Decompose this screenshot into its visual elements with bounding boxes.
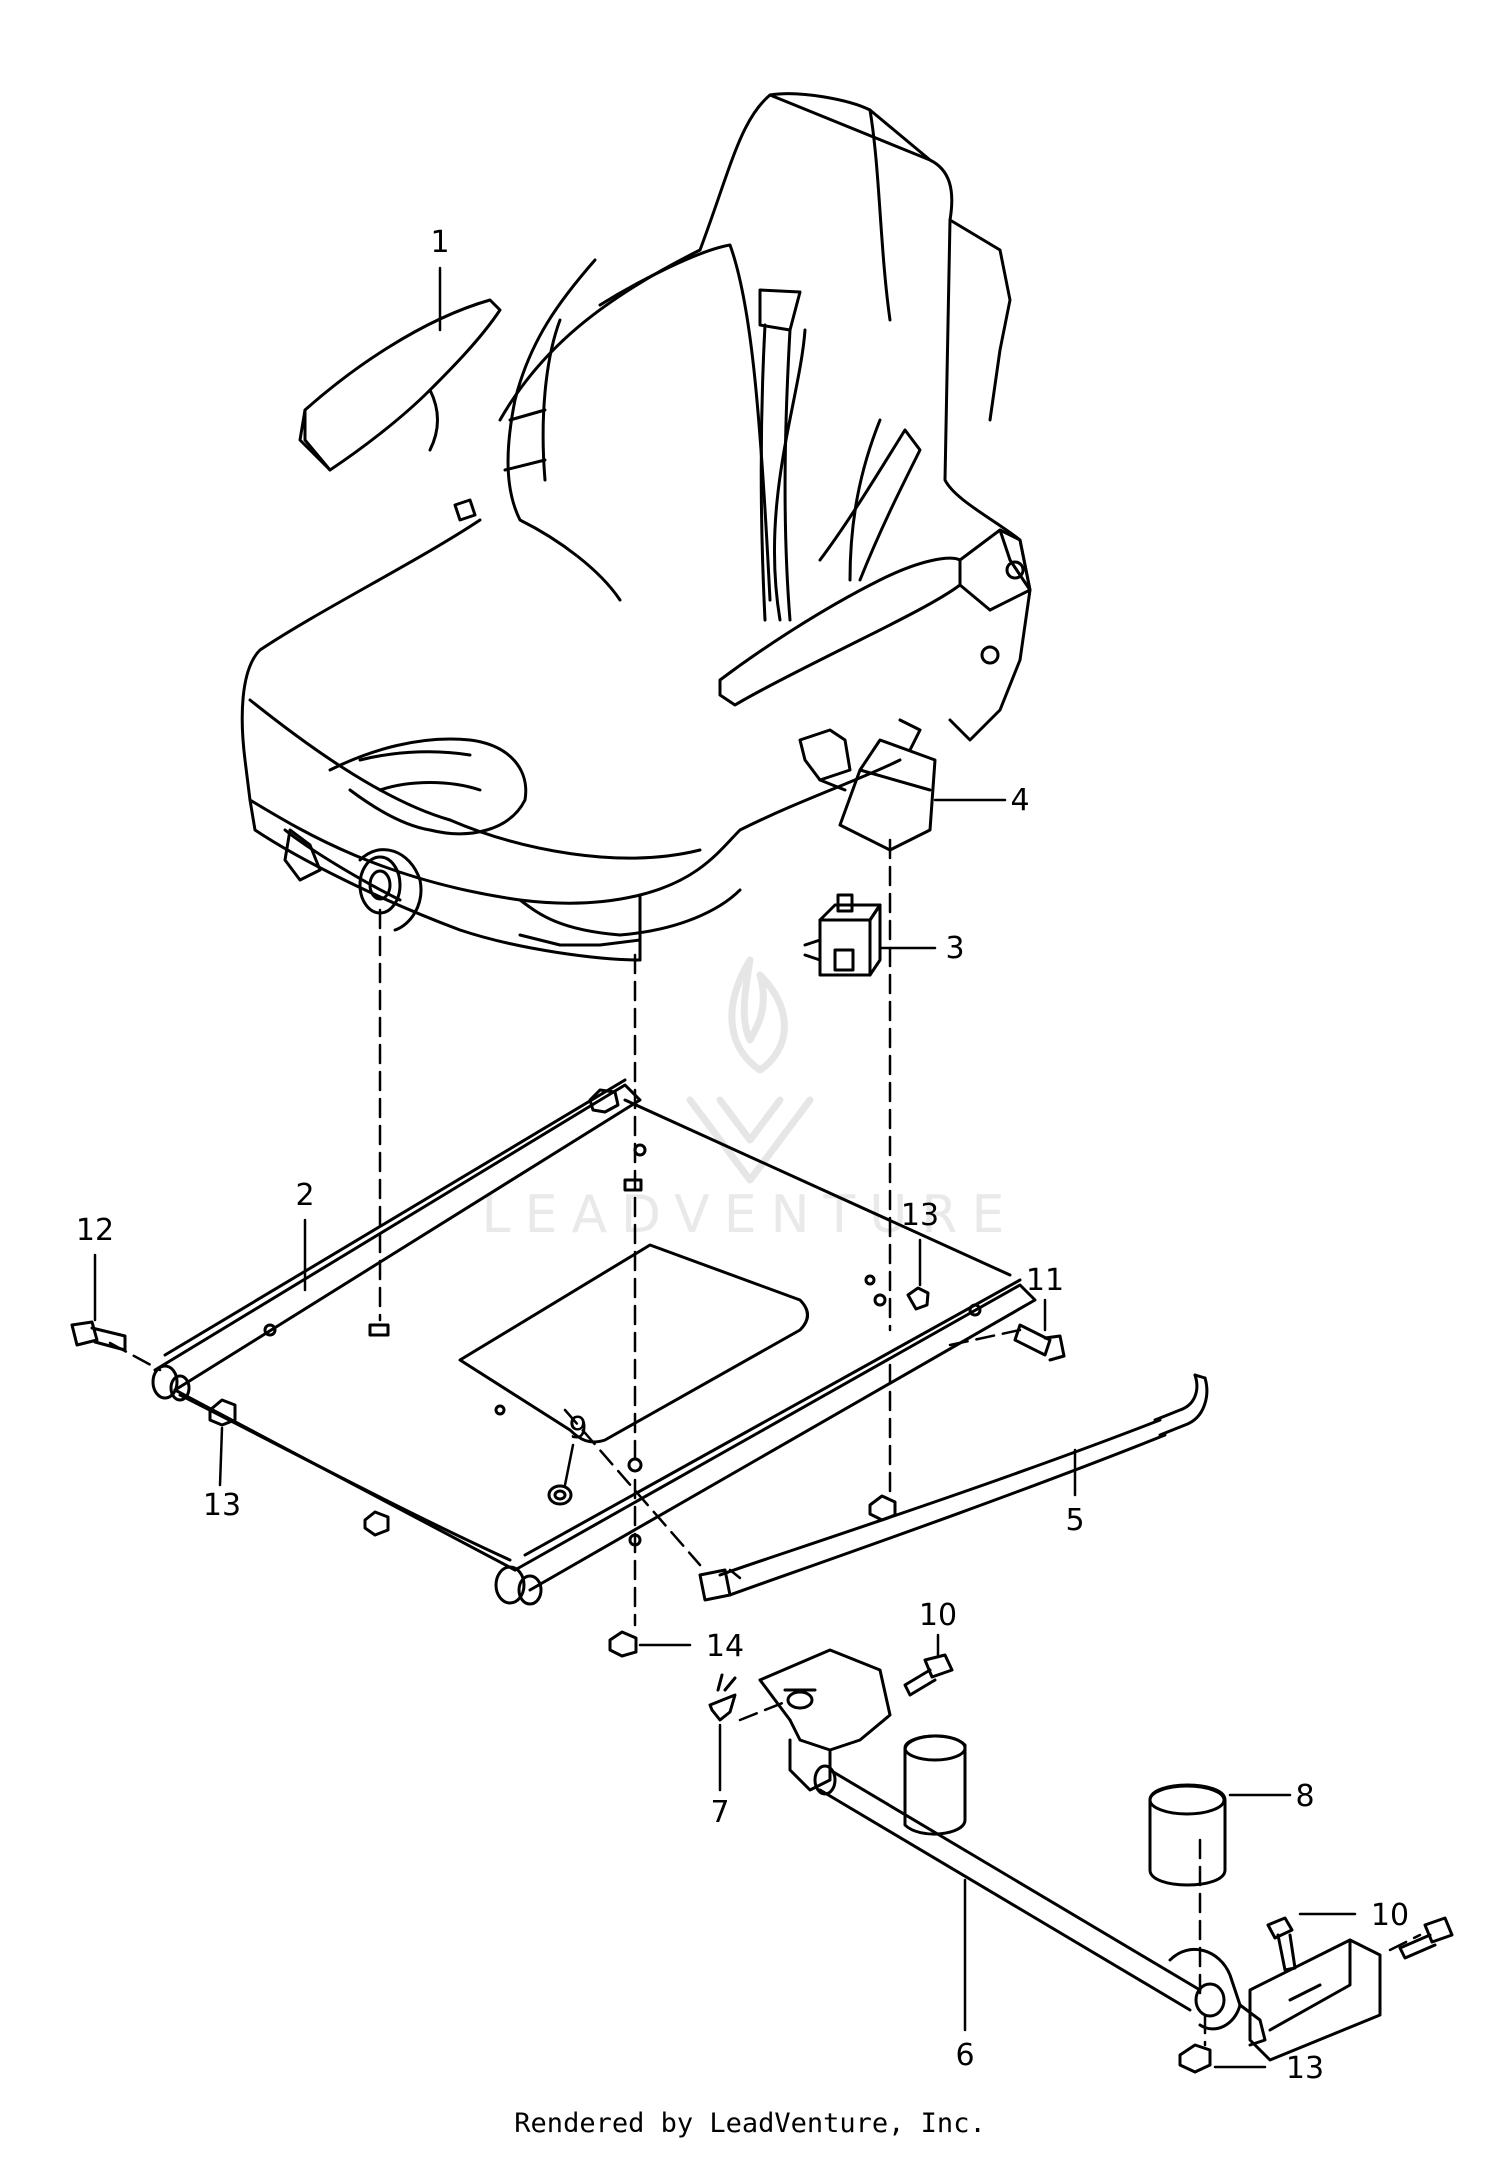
watermark-logo	[686, 956, 814, 1184]
callout-13-left: 13	[203, 1488, 241, 1523]
callout-10-right: 10	[1371, 1898, 1409, 1933]
seat-assembly	[240, 92, 1032, 962]
callout-6: 6	[955, 2038, 974, 2073]
callout-13-bottom: 13	[1286, 2051, 1324, 2086]
callout-11: 11	[1026, 1263, 1064, 1298]
callout-5: 5	[1065, 1503, 1084, 1538]
callout-13-center: 13	[901, 1198, 939, 1233]
callout-2: 2	[295, 1178, 314, 1213]
callout-7: 7	[710, 1795, 729, 1830]
callout-1: 1	[430, 225, 449, 260]
callout-8: 8	[1295, 1779, 1314, 1814]
callout-4: 4	[1010, 783, 1029, 818]
leader-lines	[93, 266, 1357, 2069]
callout-10-top: 10	[919, 1598, 957, 1633]
watermark-text: LEADVENTURE	[482, 1185, 1019, 1245]
footer-credit: Rendered by LeadVenture, Inc.	[514, 2108, 986, 2139]
seat-pan	[70, 1078, 1209, 1658]
callout-9: 9	[568, 1411, 587, 1446]
callout-3: 3	[945, 931, 964, 966]
callout-labels: 1 2 3 4 5 6 7 8 9 10 10 11 12 13 13 13 1…	[76, 225, 1409, 2086]
seat-switch	[803, 893, 882, 977]
callout-12: 12	[76, 1213, 114, 1248]
park-brake-shaft	[708, 1648, 1454, 2074]
callout-14: 14	[706, 1629, 744, 1664]
